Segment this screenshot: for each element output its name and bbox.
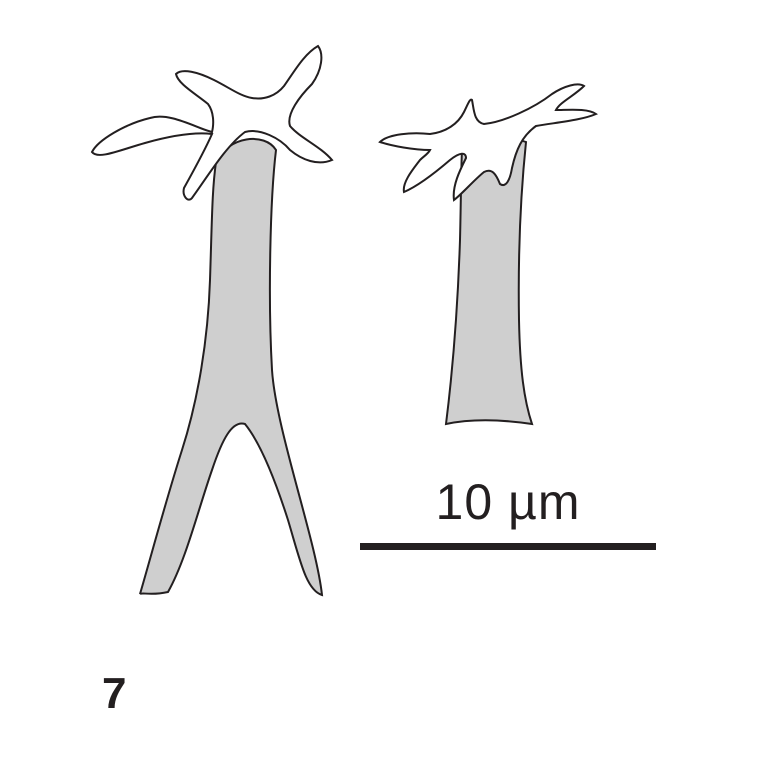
scale-bar-label: 10 µm — [435, 474, 581, 530]
panel-number: 7 — [102, 669, 127, 718]
right-branched-top — [378, 83, 598, 202]
left-stellate-top — [90, 44, 334, 201]
right-straight-stalk — [444, 138, 534, 426]
left-forked-stalk — [139, 137, 324, 597]
scale-bar — [360, 543, 656, 550]
